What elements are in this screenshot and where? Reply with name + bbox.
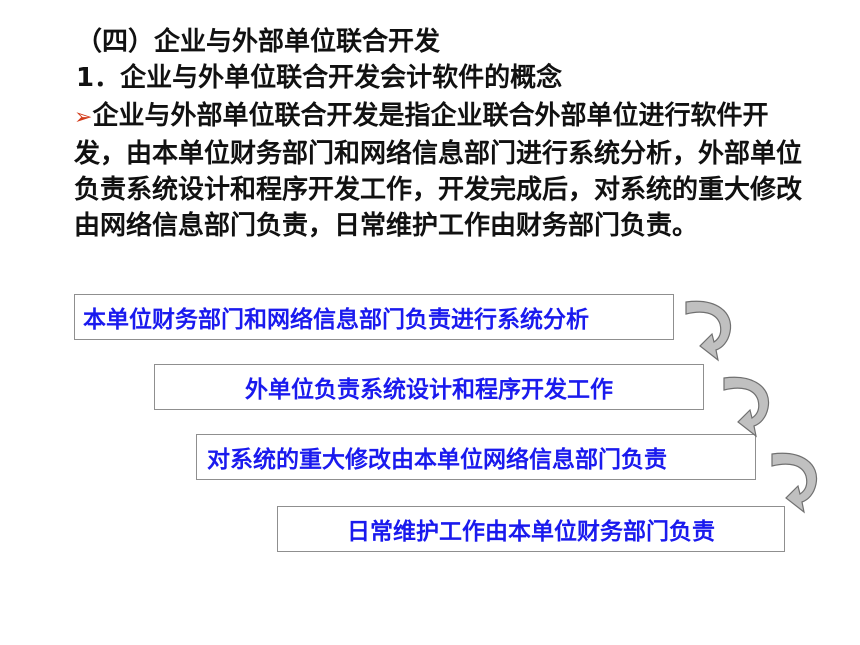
arrow-bullet-icon: ➢ [74,105,93,130]
definition-text: 企业与外部单位联合开发是指企业联合外部单位进行软件开发，由本单位财务部门和网络信… [74,101,803,241]
subsection-heading: 1．企业与外单位联合开发会计软件的概念 [76,63,563,93]
flow-step-2-label: 外单位负责系统设计和程序开发工作 [245,377,613,403]
flow-step-1-label: 本单位财务部门和网络信息部门负责进行系统分析 [83,307,589,333]
flow-step-3: 对系统的重大修改由本单位网络信息部门负责 [196,434,756,480]
flow-step-2: 外单位负责系统设计和程序开发工作 [154,364,704,410]
section-heading: （四）企业与外部单位联合开发 [76,27,441,57]
definition-paragraph: ➢企业与外部单位联合开发是指企业联合外部单位进行软件开发，由本单位财务部门和网络… [74,98,814,244]
flow-step-4-label: 日常维护工作由本单位财务部门负责 [347,519,715,545]
flow-step-3-label: 对系统的重大修改由本单位网络信息部门负责 [207,447,667,473]
flow-step-1: 本单位财务部门和网络信息部门负责进行系统分析 [74,294,674,340]
curved-down-arrow-icon [723,376,770,438]
curved-down-arrow-icon [771,452,818,514]
curved-down-arrow-icon [685,300,732,362]
flow-step-4: 日常维护工作由本单位财务部门负责 [277,506,785,552]
